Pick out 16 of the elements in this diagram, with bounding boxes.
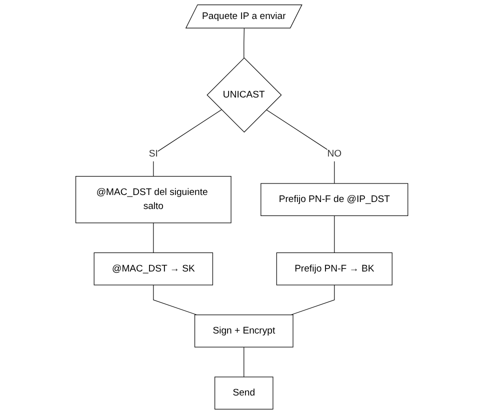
connector <box>290 284 335 316</box>
connector <box>153 222 154 254</box>
node-diamond: UNICAST <box>206 58 282 133</box>
connector <box>334 215 335 254</box>
connector <box>153 109 222 177</box>
node-box: @MAC_DST del siguiente salto <box>76 176 232 224</box>
node-box: @MAC_DST → SK <box>94 252 214 286</box>
connector <box>266 109 335 184</box>
node-box: Sign + Encrypt <box>194 314 294 348</box>
edge-label: NO <box>327 148 342 159</box>
edge-label: SI <box>149 148 158 159</box>
connector <box>153 284 198 316</box>
connector <box>244 28 245 58</box>
node-box: Prefijo PN-F → BK <box>276 252 393 286</box>
node-box: Send <box>214 376 274 410</box>
node-box: Prefijo PN-F de @IP_DST <box>260 183 408 216</box>
